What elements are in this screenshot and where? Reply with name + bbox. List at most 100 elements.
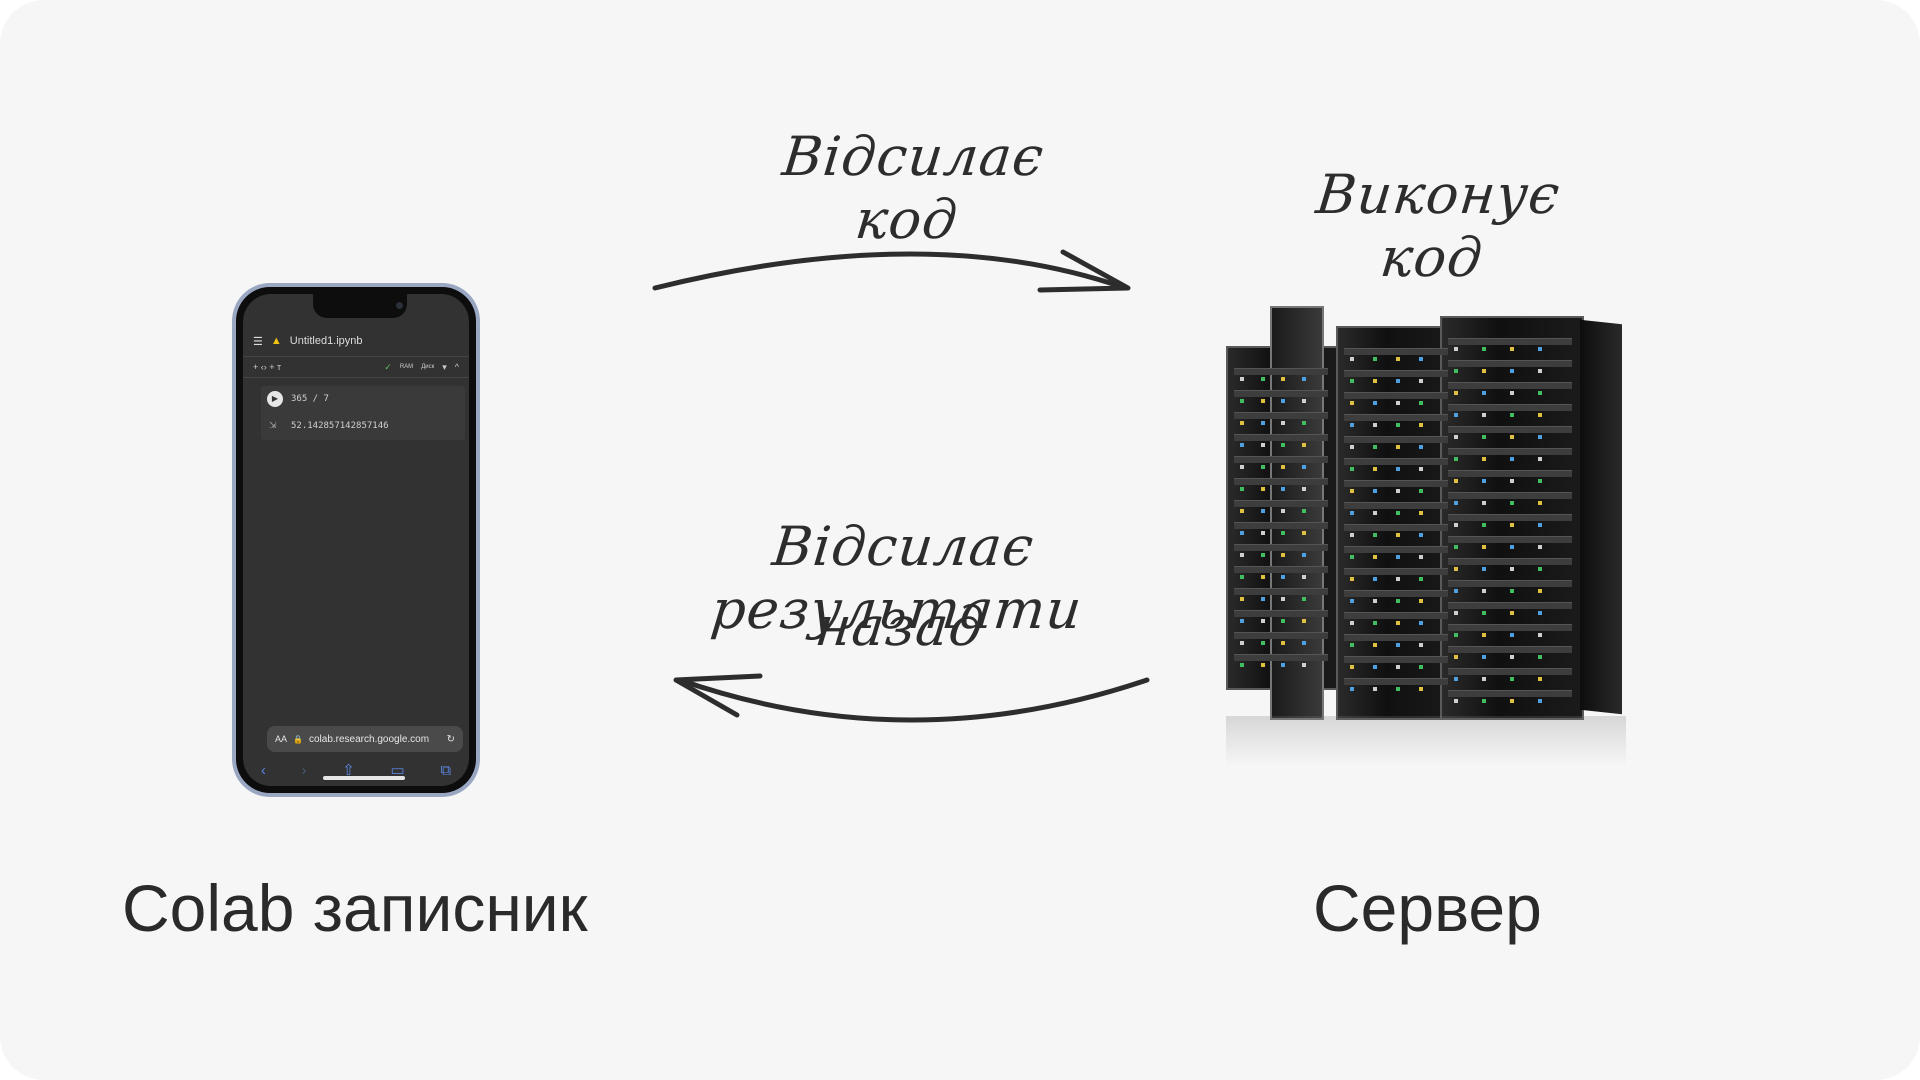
rack-shelf	[1448, 426, 1572, 433]
rack-led	[1301, 487, 1306, 491]
rack-led	[1538, 611, 1542, 615]
rack-led	[1281, 663, 1285, 667]
rack-led	[1281, 531, 1285, 535]
rack-led	[1538, 545, 1542, 549]
rack-led	[1538, 413, 1542, 417]
run-icon[interactable]: ▶	[267, 391, 283, 407]
rack-led	[1419, 379, 1423, 383]
rack-shelf	[1344, 524, 1448, 531]
rack-led	[1454, 435, 1458, 439]
rack-led	[1482, 369, 1486, 373]
forward-icon[interactable]: ›	[301, 761, 307, 779]
rack-led	[1240, 465, 1244, 469]
url-text[interactable]: colab.research.google.com	[308, 733, 430, 745]
rack-led	[1419, 555, 1423, 559]
rack-led	[1482, 655, 1486, 659]
address-bar[interactable]: AA 🔒 colab.research.google.com ↻	[267, 726, 463, 752]
rack-led	[1454, 545, 1458, 549]
rack-led	[1510, 633, 1514, 637]
rack-shelf	[1234, 456, 1328, 463]
rack-led	[1538, 677, 1542, 681]
rack-led	[1419, 467, 1423, 471]
chevron-up-icon[interactable]: ^	[454, 362, 459, 372]
rack-shelf	[1234, 434, 1328, 441]
rack-led	[1419, 489, 1423, 493]
rack-led	[1510, 655, 1514, 659]
rack-led	[1373, 687, 1377, 691]
rack-led	[1350, 687, 1354, 691]
rack-led	[1281, 553, 1285, 557]
rack-led	[1281, 641, 1285, 645]
rack-led	[1240, 377, 1244, 381]
rack-led	[1373, 599, 1377, 603]
rack-led	[1260, 487, 1265, 491]
rack-led	[1419, 577, 1423, 581]
rack-led	[1482, 677, 1486, 681]
share-icon[interactable]: ⇧	[342, 762, 355, 779]
cell-code[interactable]: 365 / 7	[291, 394, 329, 404]
rack-led	[1240, 663, 1244, 667]
rack-led	[1260, 377, 1265, 381]
rack-led	[1482, 501, 1486, 505]
rack-led	[1510, 435, 1514, 439]
rack-led	[1538, 347, 1542, 351]
rack-led	[1538, 391, 1542, 395]
code-cell[interactable]: ▶ 365 / 7 ⇲ 52.142857142857146	[261, 386, 465, 440]
rack-led	[1510, 699, 1514, 703]
rack-led	[1301, 399, 1306, 403]
rack-led	[1373, 401, 1377, 405]
rack-led	[1510, 589, 1514, 593]
rack-shelf	[1448, 492, 1572, 499]
bookmarks-icon[interactable]: ▭	[390, 762, 405, 779]
rack-led	[1482, 567, 1486, 571]
back-icon[interactable]: ‹	[260, 761, 266, 779]
rack-shelf	[1448, 646, 1572, 653]
rack-led	[1482, 699, 1486, 703]
rack-led	[1301, 421, 1306, 425]
rack-shelf	[1234, 632, 1328, 639]
chevron-down-icon[interactable]: ▾	[442, 361, 447, 372]
rack-shelf	[1448, 360, 1572, 367]
rack-led	[1260, 553, 1265, 557]
rack-led	[1510, 369, 1514, 373]
rack-led	[1373, 577, 1377, 581]
rack-shelf	[1234, 566, 1328, 573]
rack-led	[1454, 413, 1458, 417]
rack-led	[1419, 599, 1423, 603]
rack-led	[1454, 369, 1458, 373]
rack-shelf	[1344, 656, 1448, 663]
rack-led	[1396, 599, 1400, 603]
rack-led	[1350, 357, 1354, 361]
rack-led	[1260, 421, 1265, 425]
rack-led	[1240, 597, 1244, 601]
rack-shelf	[1344, 436, 1448, 443]
notebook-title[interactable]: Untitled1.ipynb	[289, 335, 363, 347]
text-size-button[interactable]: AA	[275, 734, 288, 744]
rack-led	[1482, 347, 1486, 351]
rack-shelf	[1448, 514, 1572, 521]
rack-led	[1373, 357, 1377, 361]
reload-icon[interactable]: ↻	[446, 733, 455, 745]
rack-led	[1260, 575, 1265, 579]
menu-icon[interactable]: ☰	[253, 335, 263, 348]
rack-led	[1510, 391, 1514, 395]
rack-led	[1260, 443, 1265, 447]
ram-label[interactable]: RAM	[399, 364, 414, 370]
tabs-icon[interactable]: ⧉	[440, 761, 452, 779]
rack-shelf	[1234, 478, 1328, 485]
rack-shelf	[1448, 382, 1572, 389]
rack-led	[1260, 597, 1265, 601]
add-cell-buttons[interactable]: + ‹› + т	[253, 362, 282, 372]
rack-shelf	[1234, 654, 1328, 661]
rack-led	[1482, 413, 1486, 417]
disk-label[interactable]: Диск	[421, 364, 435, 370]
colab-notebook-label: Colab записник	[122, 871, 588, 945]
rack-led	[1260, 465, 1265, 469]
rack-led	[1350, 577, 1354, 581]
rack-led	[1396, 621, 1400, 625]
rack-led	[1260, 619, 1265, 623]
rack-led	[1260, 531, 1265, 535]
rack-led	[1538, 633, 1542, 637]
rack-shelf	[1344, 458, 1448, 465]
rack-led	[1301, 465, 1306, 469]
